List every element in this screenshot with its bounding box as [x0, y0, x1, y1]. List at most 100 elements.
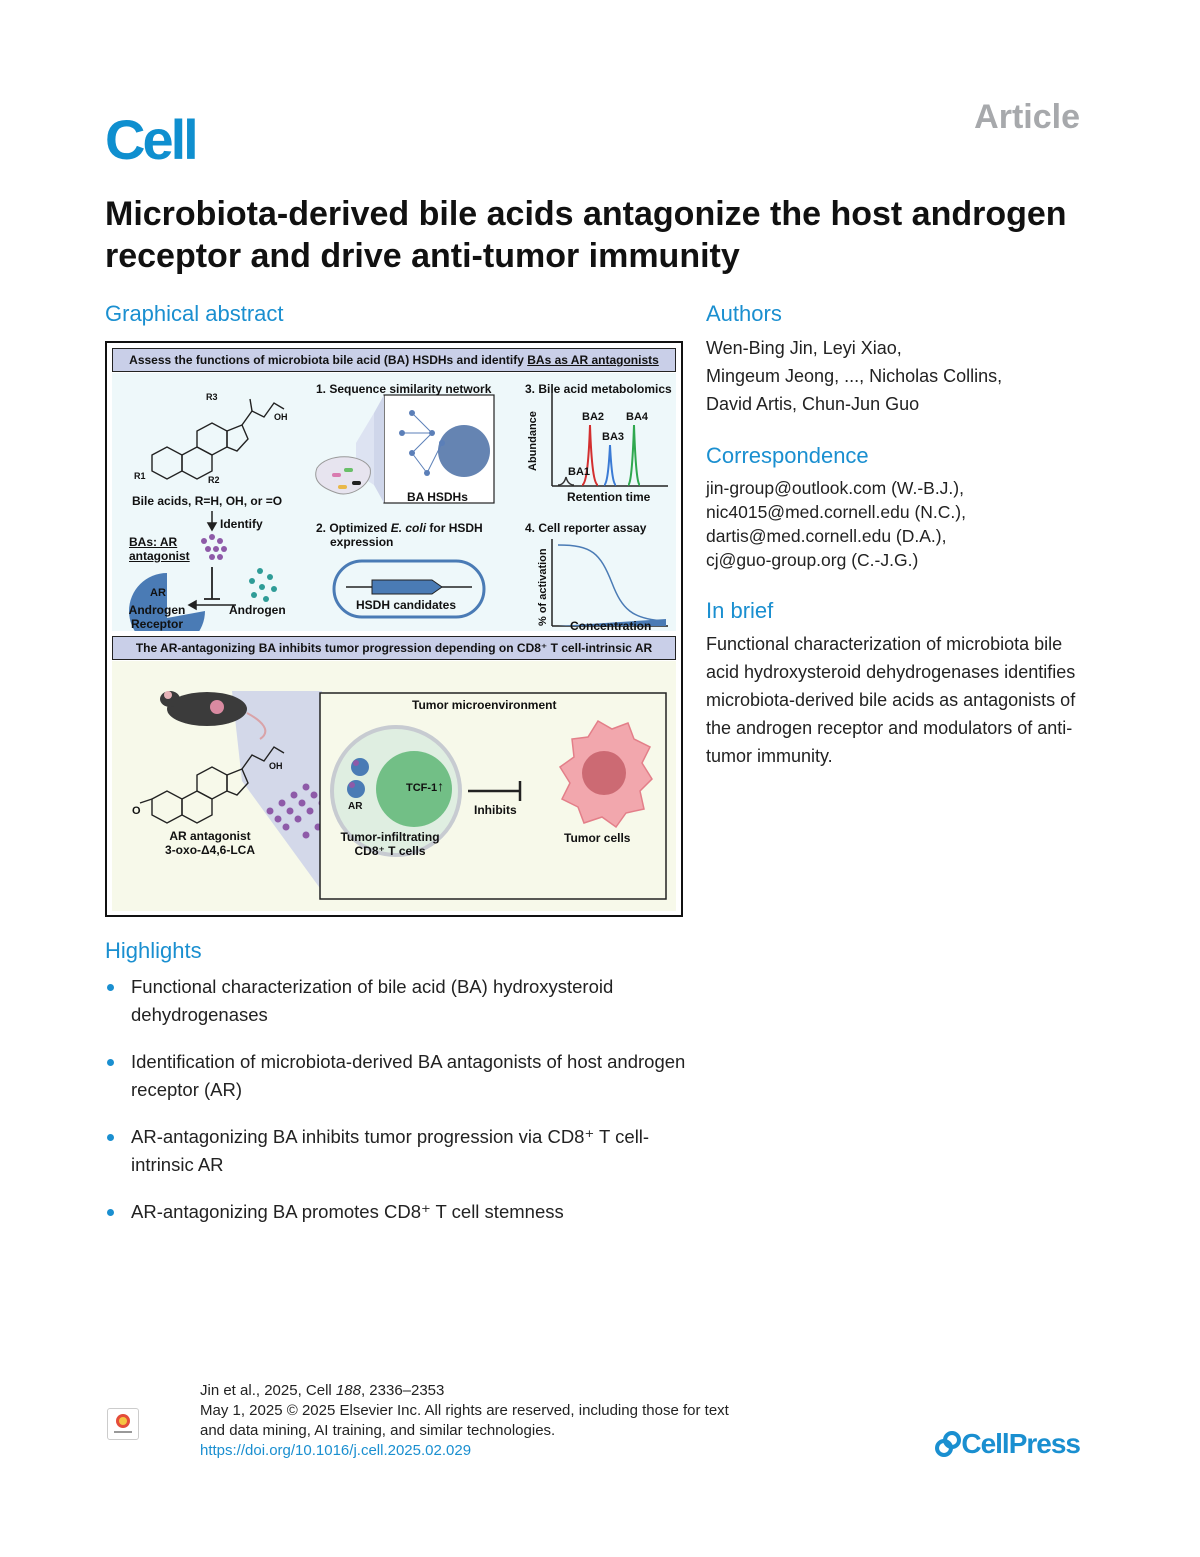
graphical-abstract-heading: Graphical abstract	[105, 301, 284, 326]
ar-antagonist-label: AR antagonist	[169, 829, 251, 843]
r3-label: R3	[206, 392, 218, 402]
inhibits-arrow-icon	[468, 781, 522, 801]
dose-response-chart-icon	[551, 539, 668, 627]
article-type-label: Article	[974, 98, 1080, 136]
top-banner-text: Assess the functions of microbiota bile …	[129, 353, 528, 367]
bullet-icon	[107, 1209, 114, 1216]
bile-acid-structure-icon	[151, 398, 285, 480]
inhibits-label: Inhibits	[474, 803, 517, 817]
in-brief-heading: In brief	[706, 598, 774, 623]
androgen-receptor-icon	[129, 573, 205, 631]
highlight-text: AR-antagonizing BA inhibits tumor progre…	[131, 1126, 650, 1175]
androgen-receptor-label: Androgen Receptor	[128, 603, 186, 631]
correspondence-email[interactable]: dartis@med.cornell.edu (D.A.),	[706, 526, 947, 546]
ba-antagonist-dots-icon	[201, 534, 227, 560]
ga-bottom-panel: Tumor microenvironment TCF-1↑ AR Inhibit…	[112, 661, 676, 911]
bottom-banner: The AR-antagonizing BA inhibits tumor pr…	[112, 636, 676, 660]
authors-heading: Authors	[706, 301, 782, 326]
highlight-item: Functional characterization of bile acid…	[105, 973, 695, 1029]
r1-label: R1	[134, 471, 146, 481]
concentration-label: Concentration	[570, 619, 652, 633]
retention-time-label: Retention time	[567, 490, 651, 504]
ba1-label: BA1	[568, 466, 591, 478]
authors-line: Wen-Bing Jin, Leyi Xiao,	[706, 338, 902, 358]
authors-list: Wen-Bing Jin, Leyi Xiao, Mingeum Jeong, …	[706, 334, 1002, 418]
cellpress-mark-graphic	[935, 1431, 962, 1457]
correspondence-list: jin-group@outlook.com (W.-B.J.), nic4015…	[706, 476, 966, 572]
abundance-axis-label: Abundance	[527, 411, 539, 471]
tme-label: Tumor microenvironment	[412, 698, 557, 712]
activation-axis-label: % of activation	[537, 548, 549, 626]
authors-line: Mingeum Jeong, ..., Nicholas Collins,	[706, 366, 1003, 386]
ar-antagonist-compound: 3-oxo-Δ4,6-LCA	[165, 843, 255, 857]
cellpress-text: CellPress	[961, 1428, 1081, 1459]
ba-hsdhs-label: BA HSDHs	[407, 490, 468, 504]
step4-label: 4. Cell reporter assay	[525, 521, 647, 535]
correspondence-email[interactable]: cj@guo-group.org (C.-J.G.)	[706, 550, 919, 570]
t-cell-icon	[330, 725, 462, 857]
bullet-icon	[107, 1059, 114, 1066]
ar-label: AR	[150, 587, 166, 599]
highlight-text: Identification of microbiota-derived BA …	[131, 1051, 686, 1100]
t-cell-ar-label: AR	[348, 801, 363, 812]
highlight-item: Identification of microbiota-derived BA …	[105, 1048, 695, 1104]
hsdh-candidates-label: HSDH candidates	[356, 598, 457, 612]
article-title: Microbiota-derived bile acids antagonize…	[105, 195, 1067, 275]
up-arrow-icon: ↑	[437, 778, 445, 794]
identify-arrow-icon	[206, 511, 218, 532]
doi-link[interactable]: https://doi.org/10.1016/j.cell.2025.02.0…	[200, 1442, 472, 1459]
highlight-item: AR-antagonizing BA promotes CD8⁺ T cell …	[105, 1198, 695, 1226]
highlights-heading: Highlights	[105, 938, 202, 963]
correspondence-heading: Correspondence	[706, 443, 869, 468]
journal-logo: Cell	[105, 108, 199, 171]
citation-authors: Jin et al., 2025, Cell	[200, 1382, 336, 1399]
step2-species: E. coli	[390, 521, 427, 535]
cellpress-mark-icon	[935, 1431, 962, 1457]
sequence-network-icon	[356, 394, 495, 504]
cellpress-logo[interactable]: CellPress	[935, 1428, 1081, 1460]
gut-microbiota-icon	[315, 456, 371, 495]
chromatogram-chart-icon	[551, 393, 668, 487]
copyright-line-2: and data mining, AI training, and simila…	[200, 1422, 556, 1439]
highlight-item: AR-antagonizing BA inhibits tumor progre…	[105, 1123, 695, 1179]
step1-label: 1. Sequence similarity network	[316, 382, 492, 396]
highlight-text: Functional characterization of bile acid…	[131, 976, 614, 1025]
ba3-label: BA3	[602, 431, 625, 443]
plasmid-icon	[332, 559, 486, 619]
androgen-label: Androgen	[229, 603, 286, 617]
oxo-label: O	[132, 805, 141, 817]
bas-ar-antagonist-label: BAs: AR antagonist	[129, 535, 190, 563]
til-label-b: CD8⁺ T cells	[354, 844, 426, 858]
ga-top-panel: R3 R1 R2 OH Bile acids, R=H, OH, or =O I…	[112, 373, 676, 633]
identify-label: Identify	[220, 517, 263, 531]
citation-volume: 188	[335, 1382, 361, 1399]
r2-label: R2	[208, 475, 220, 485]
step2-part-b: for HSDH	[426, 521, 483, 535]
top-banner: Assess the functions of microbiota bile …	[112, 348, 676, 372]
inhibition-icon	[204, 567, 220, 600]
ba4-label: BA4	[626, 411, 649, 423]
mouse-icon	[160, 691, 267, 740]
step2-label: 2. Optimized E. coli for HSDH	[316, 521, 483, 535]
citation-block: Jin et al., 2025, Cell 188, 2336–2353 Ma…	[200, 1381, 729, 1461]
correspondence-email[interactable]: jin-group@outlook.com (W.-B.J.),	[706, 478, 964, 498]
highlight-text: AR-antagonizing BA promotes CD8⁺ T cell …	[131, 1201, 564, 1222]
step2-part-a: 2. Optimized	[316, 521, 391, 535]
step3-label: 3. Bile acid metabolomics	[525, 382, 672, 396]
authors-line: David Artis, Chun-Jun Guo	[706, 394, 920, 414]
ga-bottom-drawing	[139, 691, 667, 900]
steroid-structure-icon	[139, 746, 285, 824]
bullet-icon	[107, 1134, 114, 1141]
highlights-list: Functional characterization of bile acid…	[105, 973, 695, 1245]
steroid-oh-label: OH	[269, 761, 283, 771]
correspondence-email[interactable]: nic4015@med.cornell.edu (N.C.),	[706, 502, 966, 522]
androgen-dots-icon	[249, 568, 277, 602]
bullet-icon	[107, 984, 114, 991]
copyright-line: May 1, 2025 © 2025 Elsevier Inc. All rig…	[200, 1402, 729, 1419]
ba2-label: BA2	[582, 411, 605, 423]
citation-pages: , 2336–2353	[360, 1382, 445, 1399]
check-for-updates-icon[interactable]	[107, 1408, 139, 1440]
tumor-cells-label: Tumor cells	[564, 831, 631, 845]
tcf1-text: TCF-1	[406, 782, 438, 794]
step2-expression-label: expression	[330, 535, 394, 549]
